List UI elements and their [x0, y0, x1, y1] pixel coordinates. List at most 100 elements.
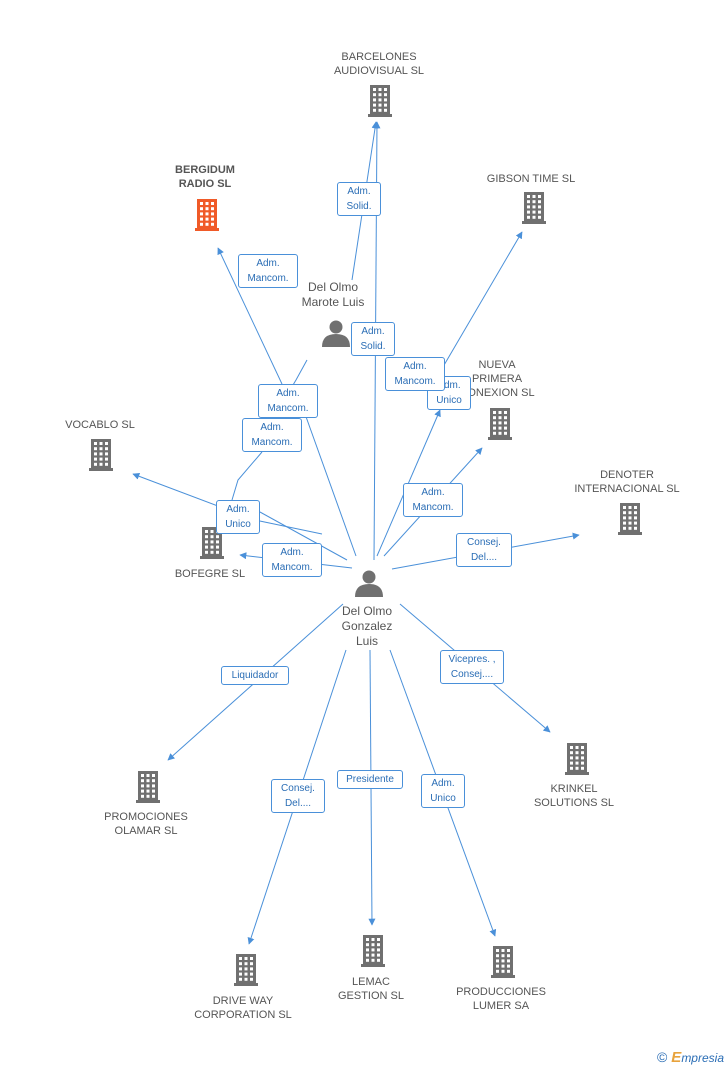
edge-role-text: Consej.	[281, 783, 315, 794]
edge-role-label[interactable]: Adm.Mancom.	[242, 418, 302, 452]
edge-role-text: Mancom.	[251, 437, 293, 448]
company-label-gibson-line: GIBSON TIME SL	[486, 173, 576, 185]
company-label-barcelones-line: AUDIOVISUAL SL	[333, 65, 425, 77]
company-label-vocablo-line: VOCABLO SL	[65, 419, 135, 431]
edge-role-label[interactable]: Adm. Unico	[427, 376, 471, 410]
company-label-bergidum-line: RADIO SL	[178, 178, 232, 190]
empresia-brand: ©Empresia	[657, 1049, 724, 1066]
company-label-denoter-line: DENOTER	[600, 469, 654, 481]
edge-role-label[interactable]: Adm. Solid.	[351, 322, 395, 356]
person-label-p2-line: Luis	[355, 634, 378, 648]
edge-role-text: Adm.	[276, 388, 300, 399]
building-icon[interactable]	[136, 771, 160, 803]
person-label-p2-line: Gonzalez	[341, 619, 393, 633]
building-icon[interactable]	[618, 503, 642, 535]
relationship-edge	[298, 399, 357, 557]
person-icon[interactable]	[322, 320, 350, 348]
edge-role-text: Adm.	[256, 258, 280, 269]
company-label-promociones-line: PROMOCIONES	[104, 811, 188, 823]
edge-role-text: Presidente	[346, 774, 394, 785]
company-label-barcelones-line: BARCELONES	[341, 51, 417, 63]
edge-role-label[interactable]: Adm. Mancom.	[262, 543, 322, 577]
building-icon[interactable]	[491, 946, 515, 978]
edge-role-text: Adm.	[280, 547, 304, 558]
company-label-nueva-line: NUEVA	[478, 359, 516, 371]
company-label-krinkel-line: KRINKEL	[550, 783, 598, 795]
edge-role-text: Adm.	[347, 186, 371, 197]
edge-role-text: Solid.	[360, 341, 386, 352]
company-label-bofegre: BOFEGRE SL	[145, 567, 275, 581]
building-icon[interactable]	[234, 954, 258, 986]
edge-role-text: Adm.	[431, 778, 455, 789]
building-icon[interactable]	[368, 85, 392, 117]
edge-role-label[interactable]: Adm. Mancom.	[238, 254, 298, 288]
edge-role-text: Adm.	[437, 380, 461, 391]
company-label-lemac-line: GESTION SL	[337, 990, 405, 1002]
edge-role-label[interactable]: Consej. Del....	[456, 533, 512, 567]
building-icon[interactable]	[488, 408, 512, 440]
edge-role-label[interactable]: Adm. Solid.	[337, 182, 381, 216]
company-label-nueva-line: CONEXION SL	[459, 387, 535, 399]
company-label-driveway-line: DRIVE WAY	[212, 995, 274, 1007]
building-icon[interactable]	[522, 192, 546, 224]
edge-role-text: Solid.	[346, 201, 372, 212]
company-label-barcelones: BARCELONES AUDIOVISUAL SL	[314, 50, 444, 78]
building-icon[interactable]	[200, 527, 224, 559]
edge-role-text: Mancom.	[271, 562, 313, 573]
copyright-symbol: ©	[656, 1049, 668, 1065]
edge-role-text: Adm.	[361, 326, 385, 337]
edge-role-label[interactable]: Adm.Mancom.	[403, 483, 463, 517]
edge-role-text: Unico	[436, 395, 462, 406]
edge-role-text: Del....	[284, 798, 312, 809]
edge-role-label[interactable]: Adm. Mancom.	[258, 384, 318, 418]
company-label-driveway-line: CORPORATION SL	[194, 1009, 292, 1021]
edge-role-label[interactable]: Liquidador	[221, 666, 289, 685]
company-label-nueva: NUEVA PRIMERA CONEXION SL	[432, 358, 562, 400]
company-label-bergidum-line: BERGIDUM	[175, 164, 235, 176]
company-label-driveway: DRIVE WAY CORPORATION SL	[178, 994, 308, 1022]
company-label-vocablo: VOCABLO SL	[35, 418, 165, 432]
relationship-edge	[439, 231, 523, 373]
edge-role-text: Unico	[225, 519, 251, 530]
brand-initial: E	[671, 1049, 682, 1066]
edge-role-text: Consej.	[467, 537, 501, 548]
company-label-bofegre-line: BOFEGRE SL	[174, 568, 246, 580]
company-label-nueva-line: PRIMERA	[471, 373, 523, 385]
edge-role-text: Del....	[470, 552, 498, 563]
company-label-producciones-line: LUMER SA	[472, 1000, 530, 1012]
edge-role-label[interactable]: Adm. Mancom.	[385, 357, 445, 391]
relationship-edge	[217, 247, 283, 385]
relationship-edge	[231, 451, 263, 501]
edge-role-text: Unico	[430, 793, 456, 804]
edge-role-text: Liquidador	[231, 670, 279, 681]
person-icon[interactable]	[355, 570, 383, 598]
building-icon[interactable]	[361, 935, 385, 967]
edge-role-text: Mancom.	[267, 403, 309, 414]
company-label-producciones-line: PRODUCCIONES	[456, 986, 546, 998]
edge-role-text: Mancom.	[247, 273, 289, 284]
building-icon[interactable]	[195, 199, 219, 231]
company-label-bergidum: BERGIDUM RADIO SL	[140, 163, 270, 191]
person-label-p2-line: Del Olmo	[341, 604, 392, 618]
company-label-gibson: GIBSON TIME SL	[466, 172, 596, 186]
edge-role-text: Mancom.	[394, 376, 436, 387]
edge-role-text: Adm.	[403, 361, 427, 372]
edge-role-text: Consej....	[450, 669, 494, 680]
edge-role-label[interactable]: Presidente	[337, 770, 403, 789]
person-label-p1-line: Del Olmo	[307, 280, 358, 294]
edge-role-label[interactable]: Adm. Unico	[421, 774, 465, 808]
building-icon[interactable]	[89, 439, 113, 471]
edge-role-label[interactable]: Consej. Del....	[271, 779, 325, 813]
edge-role-label[interactable]: Adm.Unico	[216, 500, 260, 534]
person-label-p1-line: Marote Luis	[301, 295, 365, 309]
building-icon[interactable]	[565, 743, 589, 775]
edge-role-label[interactable]: Vicepres. ,Consej....	[440, 650, 504, 684]
brand-name: mpresia	[681, 1051, 724, 1065]
